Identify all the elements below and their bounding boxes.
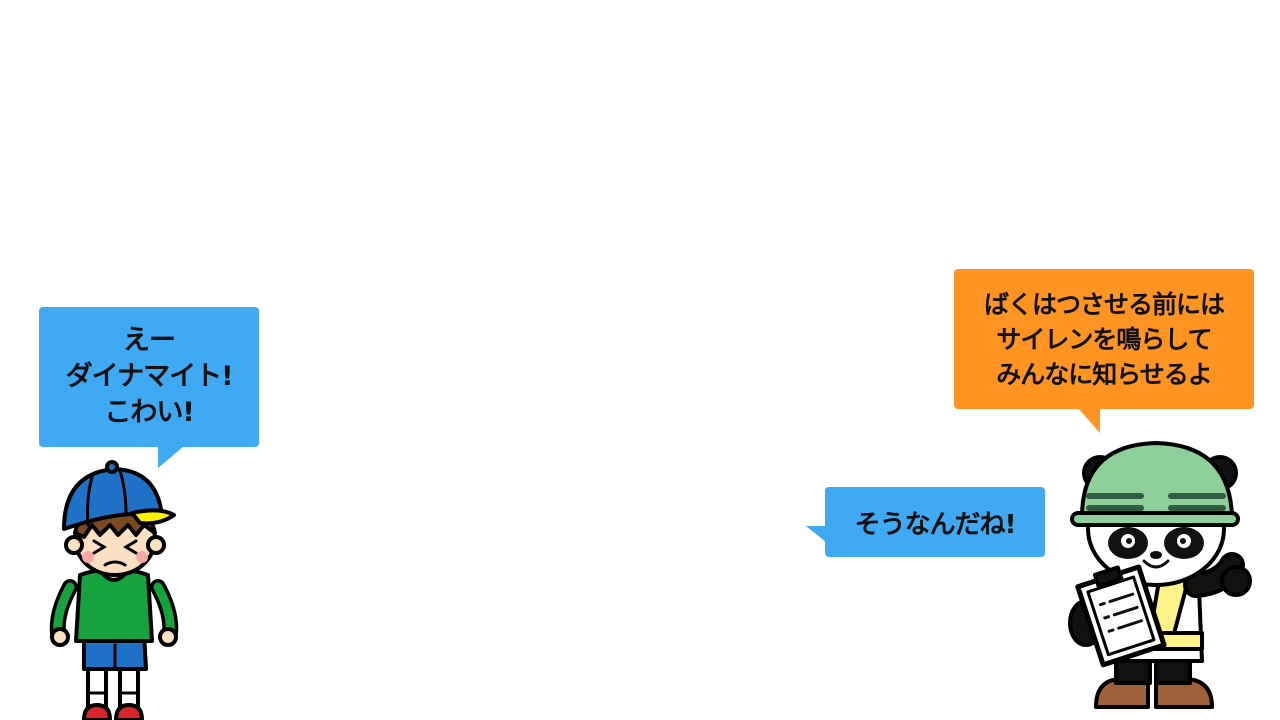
boy-speech-line-2: ダイナマイト!	[65, 361, 234, 392]
boy-speech-line-1: えー	[123, 325, 176, 356]
panda-speech-bubble: ばくはつさせる前には サイレンを鳴らして みんなに知らせるよ	[954, 269, 1254, 409]
panda-speech-line-1: ばくはつさせる前には	[983, 289, 1225, 319]
boy-speech-bubble: えー ダイナマイト! こわい!	[39, 307, 259, 447]
panda-speech-line-3: みんなに知らせるよ	[996, 359, 1213, 389]
panda-worker-illustration	[1068, 441, 1252, 709]
panda-speech-bubble-tail	[1078, 408, 1100, 433]
reply-speech-bubble: そうなんだね!	[825, 487, 1045, 557]
boy-character-illustration	[49, 460, 179, 720]
reply-speech-text: そうなんだね!	[854, 509, 1017, 540]
reply-speech-bubble-tail	[806, 526, 826, 542]
boy-speech-line-3: こわい!	[104, 397, 194, 428]
panda-speech-line-2: サイレンを鳴らして	[996, 324, 1212, 354]
boy-speech-bubble-tail	[158, 446, 184, 468]
